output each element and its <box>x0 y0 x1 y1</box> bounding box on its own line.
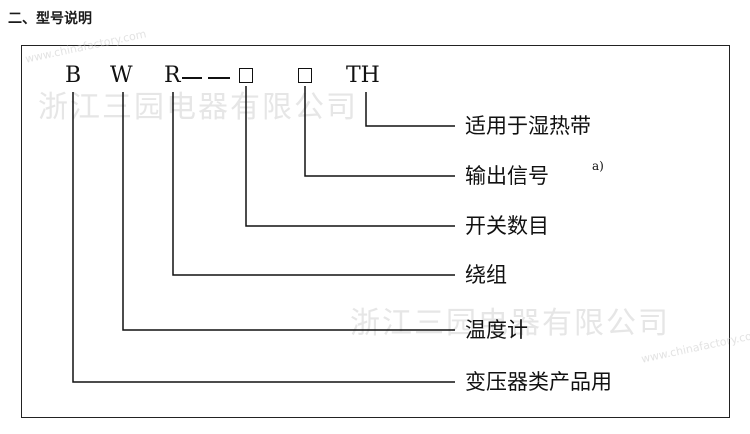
watermark-company-bottom: 浙江三园电器有限公司 <box>350 306 670 341</box>
label-output: 输出信号 <box>465 164 549 188</box>
code-dash-1 <box>182 77 202 79</box>
label-transformer: 变压器类产品用 <box>465 370 612 394</box>
connector-output <box>304 86 455 177</box>
code-letter-b: B <box>65 63 82 88</box>
label-thermometer: 温度计 <box>465 318 528 342</box>
code-box-output <box>298 68 312 83</box>
label-switches: 开关数目 <box>465 214 549 238</box>
code-letter-r: R <box>164 63 181 88</box>
code-dash-2 <box>208 77 230 79</box>
label-heating: 适用于湿热带 <box>465 114 591 138</box>
connector-heating <box>365 92 455 127</box>
section-heading: 二、型号说明 <box>8 11 92 27</box>
connector-switches <box>245 86 455 227</box>
diagram-frame <box>21 45 730 418</box>
code-letter-w: W <box>110 63 133 88</box>
watermark-company-top: 浙江三园电器有限公司 <box>38 90 358 125</box>
connector-thermometer <box>122 92 455 331</box>
code-box-switches <box>239 68 253 83</box>
label-winding: 绕组 <box>465 263 507 287</box>
connector-winding <box>172 92 455 276</box>
connector-transformer <box>72 92 455 383</box>
label-output-note: a) <box>592 159 604 173</box>
code-letter-th: TH <box>346 63 380 88</box>
